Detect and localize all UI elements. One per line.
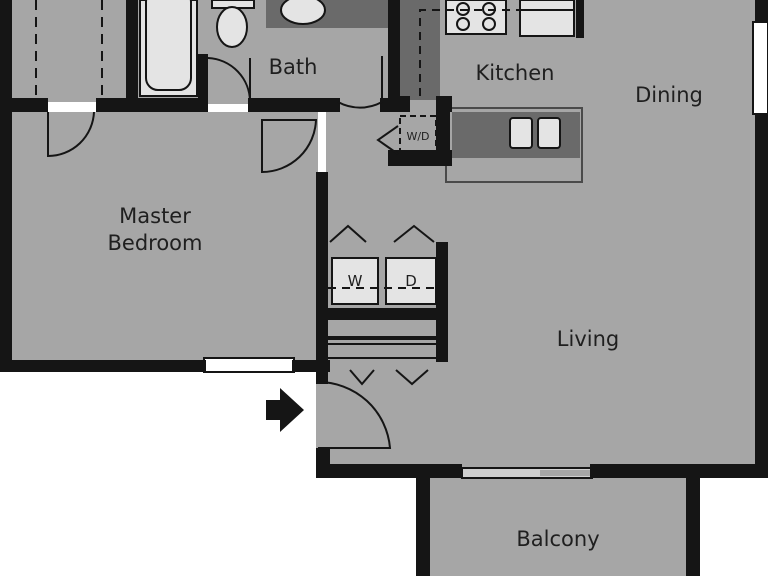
room-label-master-line1: Master <box>119 204 191 228</box>
burner <box>456 2 470 16</box>
entry-floor <box>316 382 330 450</box>
wall-living-bottom-2 <box>590 464 768 478</box>
burner <box>456 17 470 31</box>
fixtures <box>139 0 768 479</box>
stove <box>445 0 507 35</box>
bedroom-window <box>203 357 295 373</box>
wall-closet-bottom-2 <box>96 98 206 112</box>
doors <box>35 0 440 449</box>
bathtub-basin <box>145 0 192 91</box>
bath-door-swing-right <box>337 56 383 109</box>
washer-label: W <box>348 272 363 290</box>
room-label-living: Living <box>557 327 619 351</box>
balcony-slider-2 <box>540 470 590 476</box>
room-label-bath: Bath <box>269 55 318 79</box>
room-label-dining: Dining <box>635 83 703 107</box>
cabinet-dashed-line <box>419 9 574 96</box>
laundry-bifold-top <box>393 224 435 243</box>
island-sink-left <box>509 117 533 149</box>
dryer-label: D <box>405 272 417 290</box>
wall-kitchen-top <box>436 96 452 112</box>
wall-laundry-right <box>436 242 448 362</box>
labels: Bath Kitchen Dining Master Bedroom Livin… <box>108 55 703 551</box>
closet-door-swing <box>47 111 95 158</box>
wall-laundry-bottom <box>328 308 448 320</box>
room-label-master-line2: Bedroom <box>108 231 203 255</box>
toilet-bowl <box>216 6 248 48</box>
dryer <box>385 257 437 305</box>
wall-bath-right-2 <box>380 98 400 112</box>
room-label-balcony: Balcony <box>516 527 599 551</box>
wall-bedroom-bottom <box>0 360 206 372</box>
wall-closet-bottom <box>0 98 48 112</box>
island-sink-right <box>537 117 561 149</box>
burner <box>482 17 496 31</box>
wall-right <box>755 114 768 478</box>
closet-floor <box>12 0 130 102</box>
wall-kitchen-jamb <box>400 96 410 112</box>
wall-bath-door-jamb <box>198 54 208 112</box>
vanity-base <box>358 0 388 28</box>
laundry-bifold-bottom <box>349 369 375 386</box>
balcony-floor <box>430 478 686 576</box>
entry-door-swing <box>317 380 392 449</box>
wall-bath-right <box>388 0 400 112</box>
wall-bath-bottom <box>248 98 340 112</box>
room-label-kitchen: Kitchen <box>476 61 555 85</box>
dining-window <box>752 21 768 115</box>
refrigerator-edge <box>576 0 584 38</box>
wall-laundry-shelf <box>328 336 438 340</box>
bedroom-door-swing <box>261 119 318 174</box>
wall-right-top <box>755 0 768 22</box>
wall-left <box>0 0 12 372</box>
sink-basin <box>280 0 326 25</box>
wall-hall <box>316 172 328 384</box>
refrigerator <box>519 0 575 37</box>
laundry-bifold-bottom <box>395 369 429 386</box>
laundry-bifold-top <box>329 224 367 243</box>
bath-door-swing-left <box>207 57 252 103</box>
wall-balcony-left <box>416 478 430 576</box>
wd-door <box>376 125 399 155</box>
washer <box>331 257 379 305</box>
wd-closet-label: W/D <box>406 130 429 143</box>
wall-living-bottom <box>316 464 462 478</box>
wall-kitchen-vert <box>436 100 450 166</box>
entry-arrow-icon <box>266 388 304 432</box>
wall-closet-bath <box>126 0 138 104</box>
wall-balcony-right <box>686 478 700 576</box>
